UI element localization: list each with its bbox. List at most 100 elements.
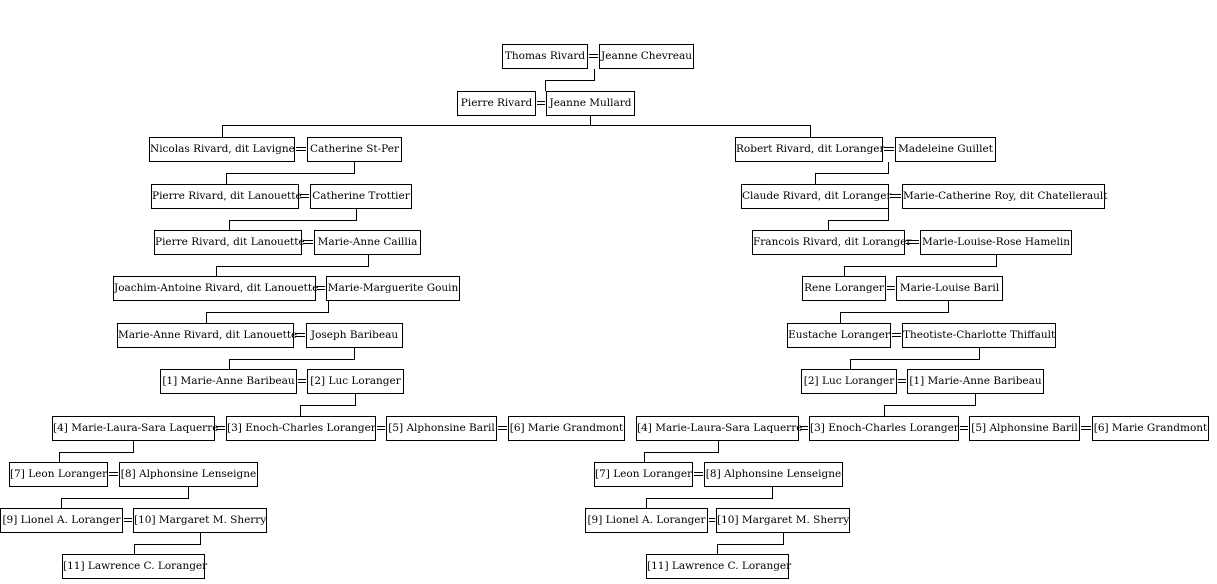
person-l-lionel: [9] Lionel A. Loranger (0, 508, 123, 533)
marriage-connector (887, 286, 895, 290)
person-catherine-trottier: Catherine Trottier (310, 184, 412, 209)
person-marie-catherine-roy: Marie-Catherine Roy, dit Chatellerault (902, 184, 1107, 209)
person-l-leon-loranger: [7] Leon Loranger (9, 462, 108, 487)
person-thomas-rivard: Thomas Rivard (502, 44, 588, 69)
marriage-connector (296, 147, 306, 151)
person-pierre-lanouette-1: Pierre Rivard, dit Lanouette (151, 184, 302, 209)
person-l-lawrence: [11] Lawrence C. Loranger (62, 554, 207, 579)
person-r-marie-grandmont: [6] Marie Grandmont (1092, 416, 1209, 441)
person-jeanne-chevreau: Jeanne Chevreau (599, 44, 694, 69)
descent-line (948, 301, 949, 312)
person-theotiste-charlotte: Theotiste-Charlotte Thiffault (902, 323, 1056, 348)
marriage-connector (960, 426, 968, 430)
descent-line (884, 405, 976, 406)
descent-line (815, 173, 816, 184)
marriage-connector (1081, 426, 1091, 430)
person-marie-anne-rivard: Marie-Anne Rivard, dit Lanouette (117, 323, 297, 348)
descent-line (840, 312, 841, 323)
descent-line (222, 125, 223, 137)
marriage-connector (694, 472, 703, 476)
descent-line (545, 80, 546, 91)
marriage-connector (898, 379, 906, 383)
person-r-marie-laura-sara: [4] Marie-Laura-Sara Laquerre (636, 416, 802, 441)
descent-line (545, 80, 595, 81)
marriage-connector (800, 426, 808, 430)
marriage-connector (109, 472, 118, 476)
person-r-lawrence: [11] Lawrence C. Loranger (646, 554, 791, 579)
descent-line (810, 125, 811, 137)
descent-line (717, 544, 784, 545)
person-r-alphonsine-baril: [5] Alphonsine Baril (969, 416, 1080, 441)
person-l-alphonsine-lenseigne: [8] Alphonsine Lenseigne (119, 462, 258, 487)
person-r-margaret: [10] Margaret M. Sherry (716, 508, 850, 533)
person-marie-marguerite-gouin: Marie-Marguerite Gouin (326, 276, 460, 301)
descent-line (133, 441, 134, 452)
person-pierre-lanouette-2: Pierre Rivard, dit Lanouette (154, 230, 305, 255)
person-r-leon-loranger: [7] Leon Loranger (594, 462, 693, 487)
descent-line (222, 125, 811, 126)
person-l-luc-loranger: [2] Luc Loranger (307, 369, 404, 394)
person-l-alphonsine-baril: [5] Alphonsine Baril (386, 416, 497, 441)
person-eustache-loranger: Eustache Loranger (787, 323, 891, 348)
descent-line (229, 359, 230, 369)
descent-line (888, 209, 889, 220)
marriage-connector (892, 333, 901, 337)
marriage-connector (295, 333, 305, 337)
marriage-connector (884, 147, 894, 151)
descent-line (644, 452, 719, 453)
descent-line (850, 359, 851, 369)
person-robert-rivard: Robert Rivard, dit Loranger (735, 137, 885, 162)
marriage-connector (890, 194, 901, 198)
descent-line (717, 544, 718, 554)
descent-line (772, 487, 773, 498)
marriage-connector (498, 426, 507, 430)
marriage-connector (303, 240, 313, 244)
descent-line (979, 348, 980, 359)
descent-line (188, 487, 189, 498)
person-r-enoch-charles: [3] Enoch-Charles Loranger (809, 416, 959, 441)
descent-line (206, 312, 329, 313)
person-nicolas-rivard: Nicolas Rivard, dit Lavigne (149, 137, 295, 162)
descent-line (61, 498, 62, 508)
marriage-connector (298, 379, 306, 383)
descent-line (844, 266, 845, 276)
descent-line (134, 544, 135, 554)
marriage-connector (589, 54, 598, 58)
descent-line (594, 69, 595, 80)
descent-line (216, 266, 217, 276)
person-rene-loranger: Rene Loranger (802, 276, 886, 301)
person-marie-anne-caillia: Marie-Anne Caillia (314, 230, 421, 255)
descent-line (59, 452, 134, 453)
descent-line (783, 533, 784, 544)
descent-line (646, 498, 773, 499)
person-claude-rivard: Claude Rivard, dit Loranger (741, 184, 892, 209)
marriage-connector (216, 426, 225, 430)
descent-line (590, 116, 591, 125)
descent-line (229, 220, 230, 230)
person-r-luc-loranger: [2] Luc Loranger (801, 369, 897, 394)
descent-line (229, 220, 357, 221)
marriage-connector (377, 426, 385, 430)
descent-line (354, 162, 355, 173)
marriage-connector (317, 286, 325, 290)
descent-line (356, 209, 357, 220)
descent-line (996, 255, 997, 266)
person-r-alphonsine-lenseigne: [8] Alphonsine Lenseigne (704, 462, 843, 487)
descent-line (300, 405, 301, 416)
person-r-lionel: [9] Lionel A. Loranger (585, 508, 708, 533)
person-l-marie-anne-baribeau: [1] Marie-Anne Baribeau (160, 369, 297, 394)
person-marie-louise-rose: Marie-Louise-Rose Hamelin (920, 230, 1072, 255)
descent-line (61, 498, 189, 499)
person-joseph-baribeau: Joseph Baribeau (306, 323, 403, 348)
descent-line (355, 394, 356, 405)
person-l-marie-grandmont: [6] Marie Grandmont (508, 416, 625, 441)
person-l-margaret: [10] Margaret M. Sherry (133, 508, 267, 533)
descent-line (300, 405, 356, 406)
descent-line (828, 220, 829, 230)
descent-line (888, 162, 889, 173)
descent-line (229, 359, 355, 360)
descent-line (134, 544, 201, 545)
person-jeanne-mullard: Jeanne Mullard (546, 91, 635, 116)
descent-line (975, 394, 976, 405)
